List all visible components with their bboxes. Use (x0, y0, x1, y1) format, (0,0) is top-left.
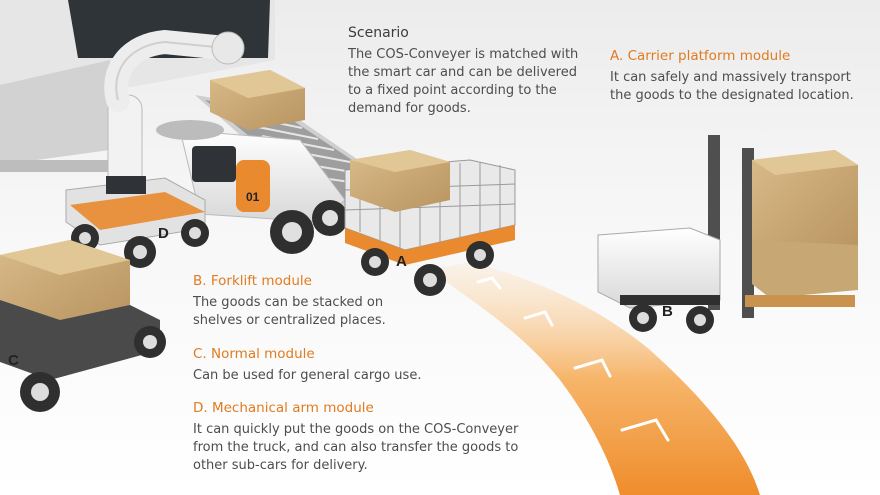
vehicle-label-a: A (396, 253, 407, 270)
module-a-description: It can safely and massively transport th… (610, 69, 875, 105)
module-c-line: Can be used for general cargo use. (193, 368, 422, 383)
module-b-block: B. Forklift module The goods can be stac… (193, 272, 453, 330)
vehicle-label-c: C (8, 352, 19, 369)
module-b-title: B. Forklift module (193, 273, 312, 289)
module-d-line: from the truck, and can also transfer th… (193, 440, 519, 455)
vehicle-label-d: D (158, 225, 169, 242)
module-d-line: other sub-cars for delivery. (193, 458, 368, 473)
delivery-path (430, 262, 760, 495)
scenario-block: Scenario The COS-Conveyer is matched wit… (348, 24, 618, 118)
module-a-block: A. Carrier platform module It can safely… (610, 47, 875, 105)
module-c-title: C. Normal module (193, 346, 315, 362)
carrier-car-a (344, 150, 516, 296)
module-b-line: shelves or centralized places. (193, 313, 386, 328)
module-c-block: C. Normal module Can be used for general… (193, 345, 473, 385)
main-car-number: 01 (246, 190, 260, 204)
scenario-description: The COS-Conveyer is matched with the sma… (348, 46, 618, 118)
scenario-line: The COS-Conveyer is matched with (348, 47, 579, 62)
robot-arm-icon (65, 29, 245, 268)
module-d-block: D. Mechanical arm module It can quickly … (193, 399, 533, 475)
module-d-description: It can quickly put the goods on the COS-… (193, 421, 533, 475)
module-d-title: D. Mechanical arm module (193, 400, 374, 416)
scenario-line: the smart car and can be delivered (348, 65, 577, 80)
normal-car-c (0, 240, 166, 412)
module-a-title: A. Carrier platform module (610, 48, 791, 64)
cardboard-box-icon (210, 70, 305, 130)
forklift-icon (597, 135, 858, 334)
module-b-line: The goods can be stacked on (193, 295, 384, 310)
module-a-line: the goods to the designated location. (610, 88, 854, 103)
module-c-description: Can be used for general cargo use. (193, 367, 473, 385)
vehicle-label-b: B (662, 303, 673, 320)
module-d-line: It can quickly put the goods on the COS-… (193, 422, 519, 437)
module-a-line: It can safely and massively transport (610, 70, 851, 85)
module-b-description: The goods can be stacked on shelves or c… (193, 294, 453, 330)
scenario-line: demand for goods. (348, 101, 471, 116)
path-chevrons (476, 276, 670, 442)
scenario-title: Scenario (348, 25, 409, 41)
scenario-line: to a fixed point according to the (348, 83, 557, 98)
